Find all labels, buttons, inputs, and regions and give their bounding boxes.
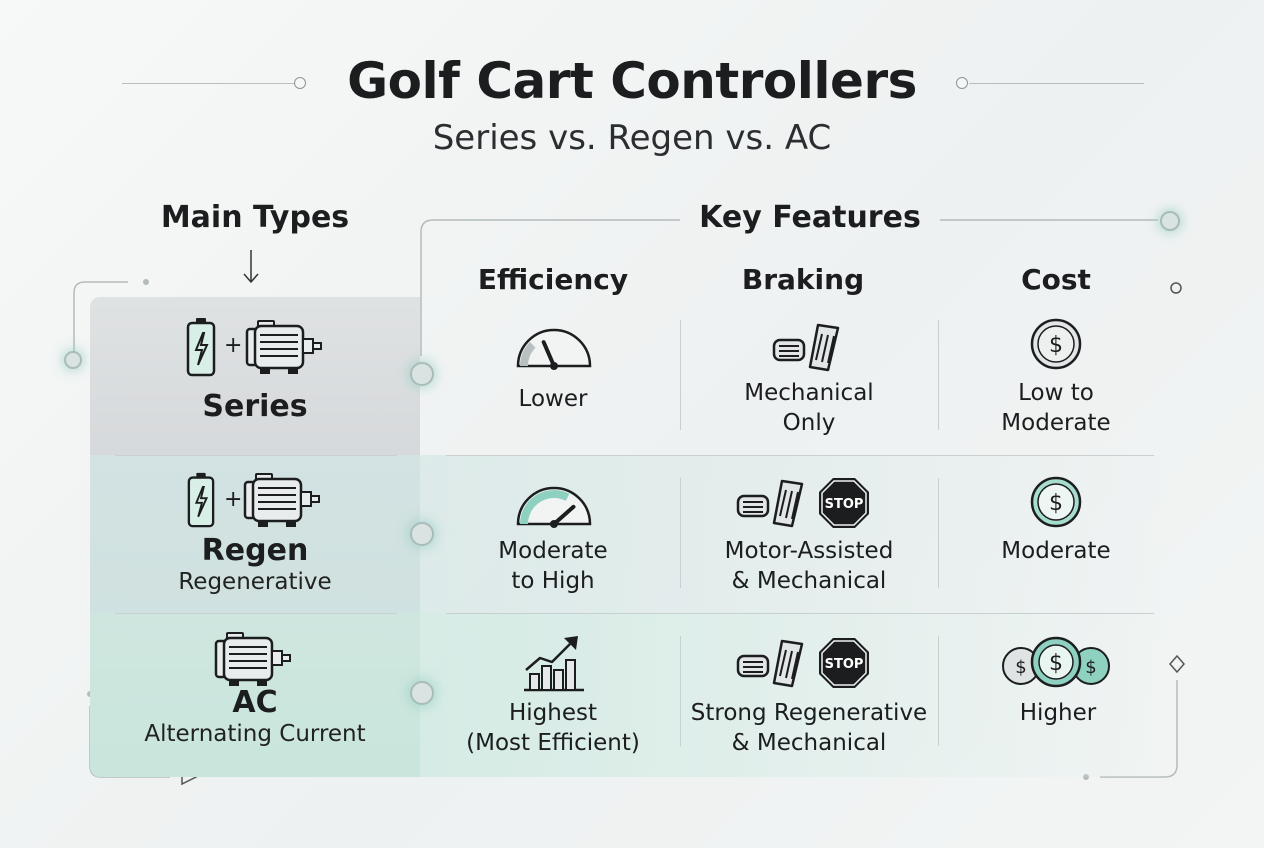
type-separator-2: [115, 613, 397, 614]
col-divider: [680, 478, 681, 588]
page-title: Golf Cart Controllers: [347, 52, 917, 110]
efficiency-line: (Most Efficient): [466, 730, 640, 756]
stop-sign-icon: STOP: [819, 478, 869, 528]
connector-node-right: [1160, 211, 1180, 231]
type-name-regen: Regen: [201, 533, 309, 568]
gauge-level-arc: [520, 341, 536, 367]
row-bg-series: [90, 297, 420, 455]
gauge-icon: [514, 478, 594, 528]
coin-symbol: $: [1049, 651, 1063, 676]
braking-line: & Mechanical: [731, 568, 887, 594]
column-header-efficiency: Efficiency: [477, 263, 629, 296]
type-row-series: + Series: [90, 297, 420, 455]
braking-line: Strong Regenerative: [690, 700, 928, 726]
row-node-series: [410, 362, 434, 386]
gauge-needle: [541, 340, 556, 368]
plus-sign: +: [224, 487, 243, 512]
growth-chart-icon: [524, 636, 584, 692]
col-divider: [938, 320, 939, 430]
cost-line: Moderate: [1001, 538, 1111, 564]
dollar-coin-icon: $: [1030, 318, 1082, 370]
column-header-cost: Cost: [1021, 263, 1091, 296]
feature-separator-1: [446, 455, 1154, 456]
type-subtitle-ac: Alternating Current: [144, 721, 366, 747]
pedals-icon: [736, 638, 806, 688]
cost-line: Low to: [1018, 380, 1094, 406]
braking-line: Only: [782, 410, 836, 436]
motor-icon: [244, 317, 324, 377]
type-name-ac: AC: [232, 685, 278, 720]
title-line-left: [122, 83, 297, 84]
title-node-right: [956, 77, 968, 89]
cost-text: Higher: [933, 698, 1183, 728]
col-divider: [680, 320, 681, 430]
efficiency-line: Moderate: [498, 538, 608, 564]
col-divider: [938, 636, 939, 746]
braking-text: Mechanical Only: [684, 378, 934, 438]
features-bg-ac: [420, 613, 1160, 777]
col-divider: [938, 478, 939, 588]
cost-line: Moderate: [1001, 410, 1111, 436]
efficiency-text: Lower: [428, 384, 678, 414]
cost-text: Moderate: [931, 536, 1181, 566]
connector-node-left: [64, 351, 82, 369]
motor-icon: [242, 470, 322, 530]
efficiency-line: Highest: [508, 700, 597, 726]
efficiency-text: Highest (Most Efficient): [428, 698, 678, 758]
braking-line: Mechanical: [744, 380, 874, 406]
stop-sign-icon: STOP: [819, 638, 869, 688]
cost-line: Higher: [1019, 700, 1097, 726]
battery-icon: [186, 472, 216, 528]
type-row-regen: + Regen Regenerative: [90, 455, 420, 613]
gauge-icon: [514, 320, 594, 370]
pedals-icon: [736, 478, 806, 528]
key-features-heading: Key Features: [699, 200, 921, 235]
title-line-right: [969, 83, 1144, 84]
braking-text: Strong Regenerative & Mechanical: [684, 698, 934, 758]
type-separator-1: [115, 455, 397, 456]
feature-separator-2: [446, 613, 1154, 614]
type-subtitle-regen: Regenerative: [178, 569, 332, 595]
main-types-heading: Main Types: [160, 200, 350, 235]
col-divider: [680, 636, 681, 746]
dollar-coin-stack-icon: $ $ $: [1002, 636, 1110, 688]
row-node-ac: [410, 681, 434, 705]
title-node-left: [294, 77, 306, 89]
braking-line: Motor-Assisted: [724, 538, 894, 564]
pedals-icon: [772, 322, 842, 372]
braking-text: Motor-Assisted & Mechanical: [684, 536, 934, 596]
type-name-series: Series: [202, 389, 308, 424]
gauge-level-arc: [520, 490, 570, 525]
efficiency-line: to High: [511, 568, 595, 594]
battery-icon: [186, 317, 216, 377]
stop-sign-text: STOP: [825, 497, 864, 512]
gauge-needle: [552, 504, 576, 526]
coin-symbol: $: [1015, 657, 1026, 678]
type-row-ac: AC Alternating Current: [90, 613, 420, 777]
plus-sign: +: [224, 333, 243, 358]
cost-text: Low to Moderate: [931, 378, 1181, 438]
page-subtitle: Series vs. Regen vs. AC: [432, 118, 832, 158]
braking-line: & Mechanical: [731, 730, 887, 756]
row-node-regen: [410, 522, 434, 546]
dollar-coin-icon: $: [1030, 476, 1082, 528]
stop-sign-text: STOP: [825, 657, 864, 672]
efficiency-text: Moderate to High: [428, 536, 678, 596]
down-arrow-icon: [243, 250, 259, 284]
coin-symbol: $: [1049, 333, 1063, 358]
motor-icon: [213, 629, 293, 689]
coin-symbol: $: [1085, 657, 1096, 678]
efficiency-line: Lower: [518, 386, 588, 412]
coin-symbol: $: [1049, 491, 1063, 516]
column-header-braking: Braking: [741, 263, 865, 296]
